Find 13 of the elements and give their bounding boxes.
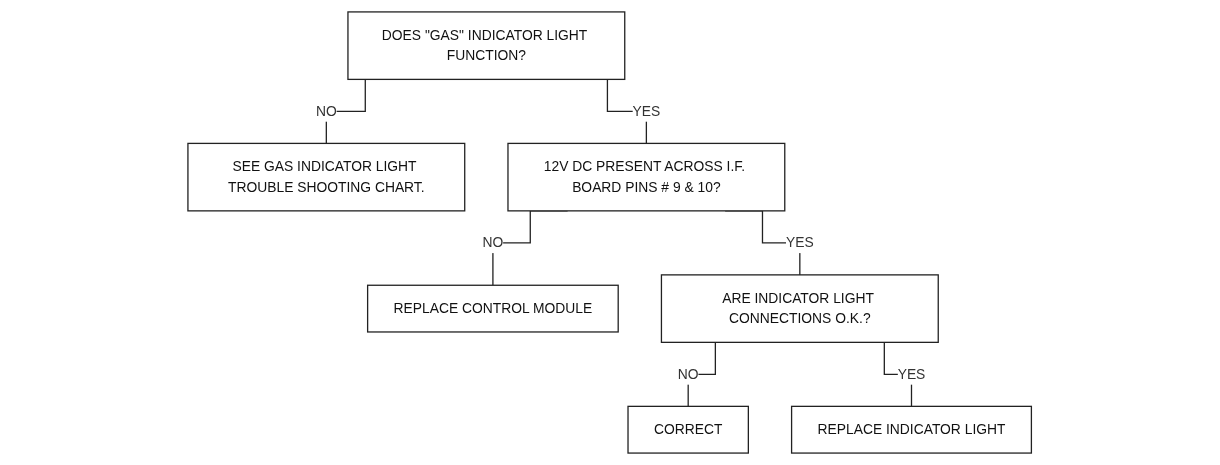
edge-label: YES [632,103,661,119]
node-box: REPLACE CONTROL MODULE [367,284,620,333]
node-box: REPLACE INDICATOR LIGHT [791,405,1033,454]
node-box: ARE INDICATOR LIGHT CONNECTIONS O.K.? [661,274,940,343]
node-box: 12V DC PRESENT ACROSS I.F. BOARD PINS # 9 & 10? [507,142,786,212]
node-box: CORRECT [627,405,750,454]
edge-label: NO [678,366,699,382]
edge-label: YES [897,366,926,382]
edge-label: NO [482,235,504,250]
node-box: SEE GAS INDICATOR LIGHT TROUBLE SHOOTING CHART. [187,142,466,212]
edge-label: YES [786,235,815,250]
edge-label: NO [316,103,338,119]
node-box: DOES "GAS" INDICATOR LIGHT FUNCTION? [347,11,626,81]
